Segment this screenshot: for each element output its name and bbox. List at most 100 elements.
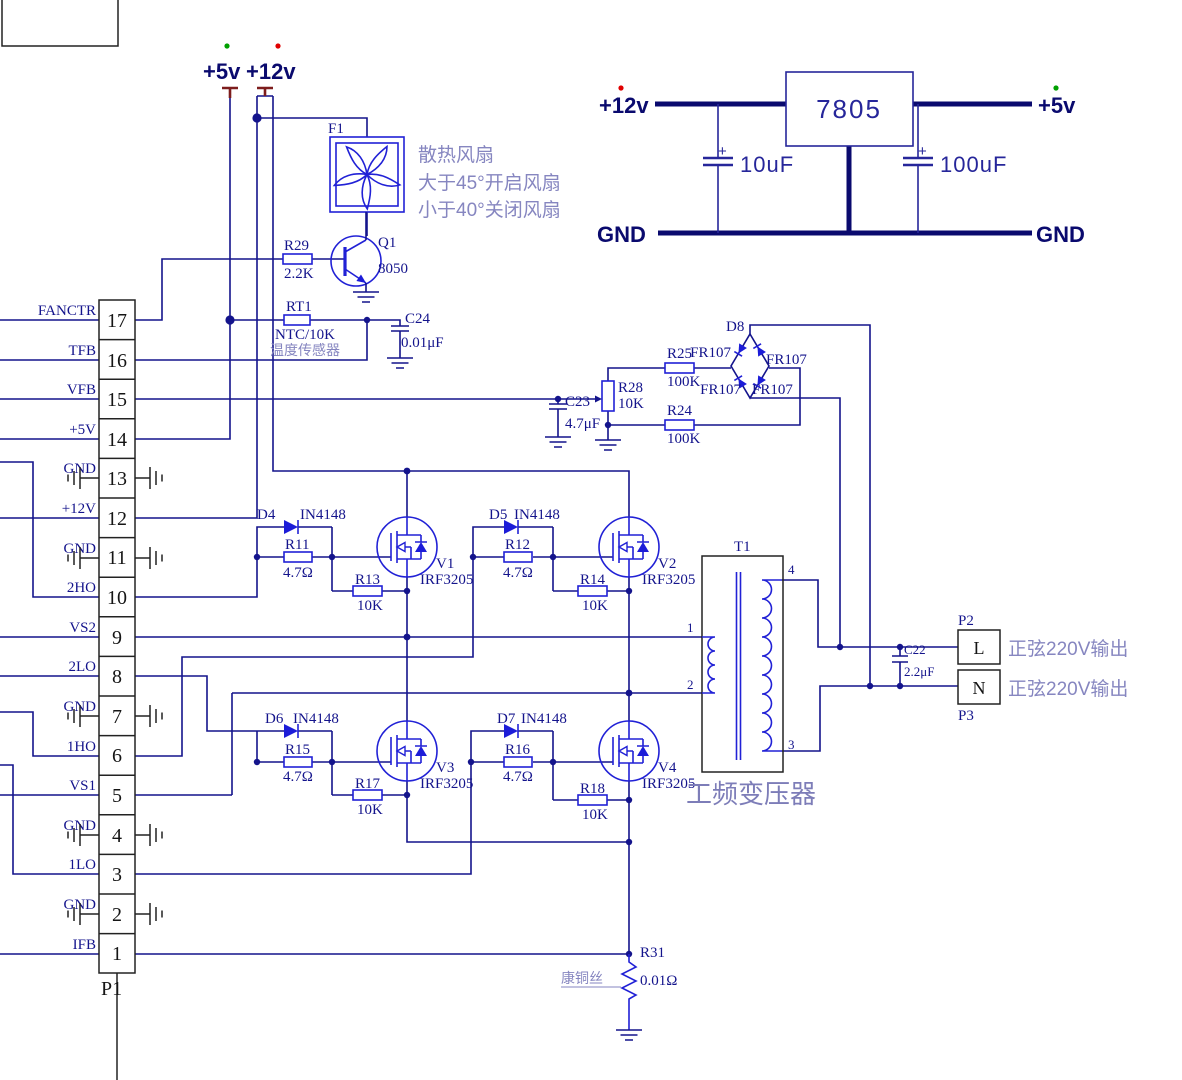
r29-value: 2.2K [284, 266, 314, 282]
resistor-r14[interactable]: R14 10K [577, 572, 608, 614]
ground-r28 [594, 439, 622, 451]
resistor-r24[interactable]: R24 100K [664, 403, 701, 447]
transformer-t1[interactable]: T1 1 2 3 4 [687, 539, 795, 773]
t1-pin4: 4 [788, 562, 795, 577]
t1-ref: T1 [734, 539, 751, 555]
d8-fr107-bl: FR107 [700, 382, 741, 398]
resistor-r11[interactable]: R11 4.7Ω [283, 537, 313, 581]
diode-d4[interactable]: D4 IN4148 [257, 507, 346, 534]
mosfet-icon [598, 720, 660, 782]
pin-number-6: 6 [112, 745, 122, 767]
regulator-gnd-left-label: GND [597, 222, 646, 247]
capacitor-10uf[interactable]: + 10uF [703, 104, 794, 233]
v1-ref: V1 [436, 556, 454, 572]
mosfet-icon [598, 516, 660, 578]
d8-fr107-tl: FR107 [690, 345, 731, 361]
r18-value: 10K [582, 807, 608, 823]
capacitor-100uf[interactable]: + 100uF [903, 104, 1007, 233]
header-p3[interactable]: N P3 [957, 669, 1001, 724]
resistor-r18[interactable]: R18 10K [577, 781, 608, 823]
resistor-r31[interactable]: R31 0.01Ω 康铜丝 [561, 945, 677, 1030]
potentiometer-r28[interactable]: R28 10K [595, 380, 644, 412]
thermistor-rt1[interactable]: RT1 NTC/10K 温度传感器 [270, 299, 340, 358]
d6-value: IN4148 [293, 711, 339, 727]
r16-ref: R16 [505, 742, 531, 758]
mosfet-v2[interactable]: V2 IRF3205 [598, 516, 695, 588]
capacitor-c22[interactable]: C22 2.2μF [892, 642, 934, 679]
d4-value: IN4148 [300, 507, 346, 523]
output-l-caption: 正弦220V输出 [1008, 638, 1128, 660]
pin-number-8: 8 [112, 666, 122, 688]
pin-number-14: 14 [107, 429, 127, 451]
mosfet-v4[interactable]: V4 IRF3205 [598, 720, 695, 792]
rt1-value: NTC/10K [275, 327, 335, 343]
transistor-q1[interactable]: Q1 8050 [330, 212, 408, 292]
d7-ref: D7 [497, 711, 516, 727]
connector-p1[interactable]: 17 16 15 14 13 12 11 10 9 8 7 6 5 4 3 2 … [98, 299, 136, 1000]
output-n-caption: 正弦220V输出 [1008, 678, 1128, 700]
pin-number-7: 7 [112, 706, 122, 728]
r12-value: 4.7Ω [503, 565, 533, 581]
d7-value: IN4148 [521, 711, 567, 727]
r17-value: 10K [357, 802, 383, 818]
power-flag-5v[interactable]: +5v [203, 43, 241, 98]
net-label-2ho: 2HO [67, 580, 96, 596]
resistor-r25[interactable]: R25 100K [664, 346, 701, 390]
connector-ref: P1 [101, 978, 122, 1000]
mosfet-v1[interactable]: V1 IRF3205 [376, 516, 473, 588]
net-label-vs2: VS2 [69, 620, 96, 636]
r15-ref: R15 [285, 742, 310, 758]
d5-value: IN4148 [514, 507, 560, 523]
r18-ref: R18 [580, 781, 605, 797]
r24-value: 100K [667, 431, 701, 447]
net-label-2lo: 2LO [69, 659, 97, 675]
pin-number-5: 5 [112, 785, 122, 807]
diode-d7[interactable]: D7 IN4148 [497, 711, 567, 738]
r25-value: 100K [667, 374, 701, 390]
t1-pin2: 2 [687, 677, 694, 692]
q1-ref: Q1 [378, 235, 396, 251]
resistor-r15[interactable]: R15 4.7Ω [283, 742, 313, 785]
resistor-r29[interactable]: R29 2.2K [282, 238, 314, 282]
net-label-ifb: IFB [73, 937, 96, 953]
diode-d6[interactable]: D6 IN4148 [265, 711, 339, 738]
resistor-r13[interactable]: R13 10K [352, 572, 383, 614]
cap-in-label: 10uF [740, 152, 794, 177]
bridge-d8[interactable]: D8 FR107 FR107 FR107 FR107 [690, 319, 807, 400]
ground-c23 [544, 436, 572, 448]
r28-ref: R28 [618, 380, 643, 396]
header-p2[interactable]: L P2 [957, 613, 1001, 665]
capacitor-c24[interactable]: C24 0.01μF [391, 311, 444, 351]
fan-note-2: 大于45°开启风扇 [418, 172, 561, 194]
fan-ref: F1 [328, 121, 344, 137]
bridge-diode-tr-icon [752, 343, 767, 358]
resistor-r12[interactable]: R12 4.7Ω [503, 537, 533, 581]
net-label-1lo: 1LO [69, 857, 97, 873]
net-label-fanctr: FANCTR [38, 303, 96, 319]
mosfet-icon [376, 720, 438, 782]
p3-pin-n: N [973, 678, 986, 698]
fan-f1[interactable]: F1 [328, 121, 405, 213]
p2-pin-l: L [974, 638, 985, 658]
r31-value: 0.01Ω [640, 973, 677, 989]
regulator-7805-section[interactable]: 7805 +12v +5v GND GND + 10uF + 100uF [597, 71, 1085, 247]
fan-note-3: 小于40°关闭风扇 [418, 199, 561, 221]
regulator-gnd-right-label: GND [1036, 222, 1085, 247]
d6-ref: D6 [265, 711, 284, 727]
r15-value: 4.7Ω [283, 769, 313, 785]
fan-note-1: 散热风扇 [418, 144, 494, 166]
ground-c24 [386, 357, 414, 369]
v3-value: IRF3205 [420, 776, 473, 792]
resistor-r16[interactable]: R16 4.7Ω [503, 742, 533, 785]
capacitor-c23[interactable]: C23 4.7μF [549, 394, 600, 432]
t1-pin1: 1 [687, 620, 694, 635]
resistor-r17[interactable]: R17 10K [352, 776, 383, 818]
c23-ref: C23 [565, 394, 590, 410]
diode-d5[interactable]: D5 IN4148 [489, 507, 560, 534]
r14-value: 10K [582, 598, 608, 614]
power-flag-12v[interactable]: +12v [246, 43, 296, 96]
net-label-1ho: 1HO [67, 739, 96, 755]
mosfet-v3[interactable]: V3 IRF3205 [376, 720, 473, 792]
bridge-diode-tl-icon [733, 342, 748, 357]
